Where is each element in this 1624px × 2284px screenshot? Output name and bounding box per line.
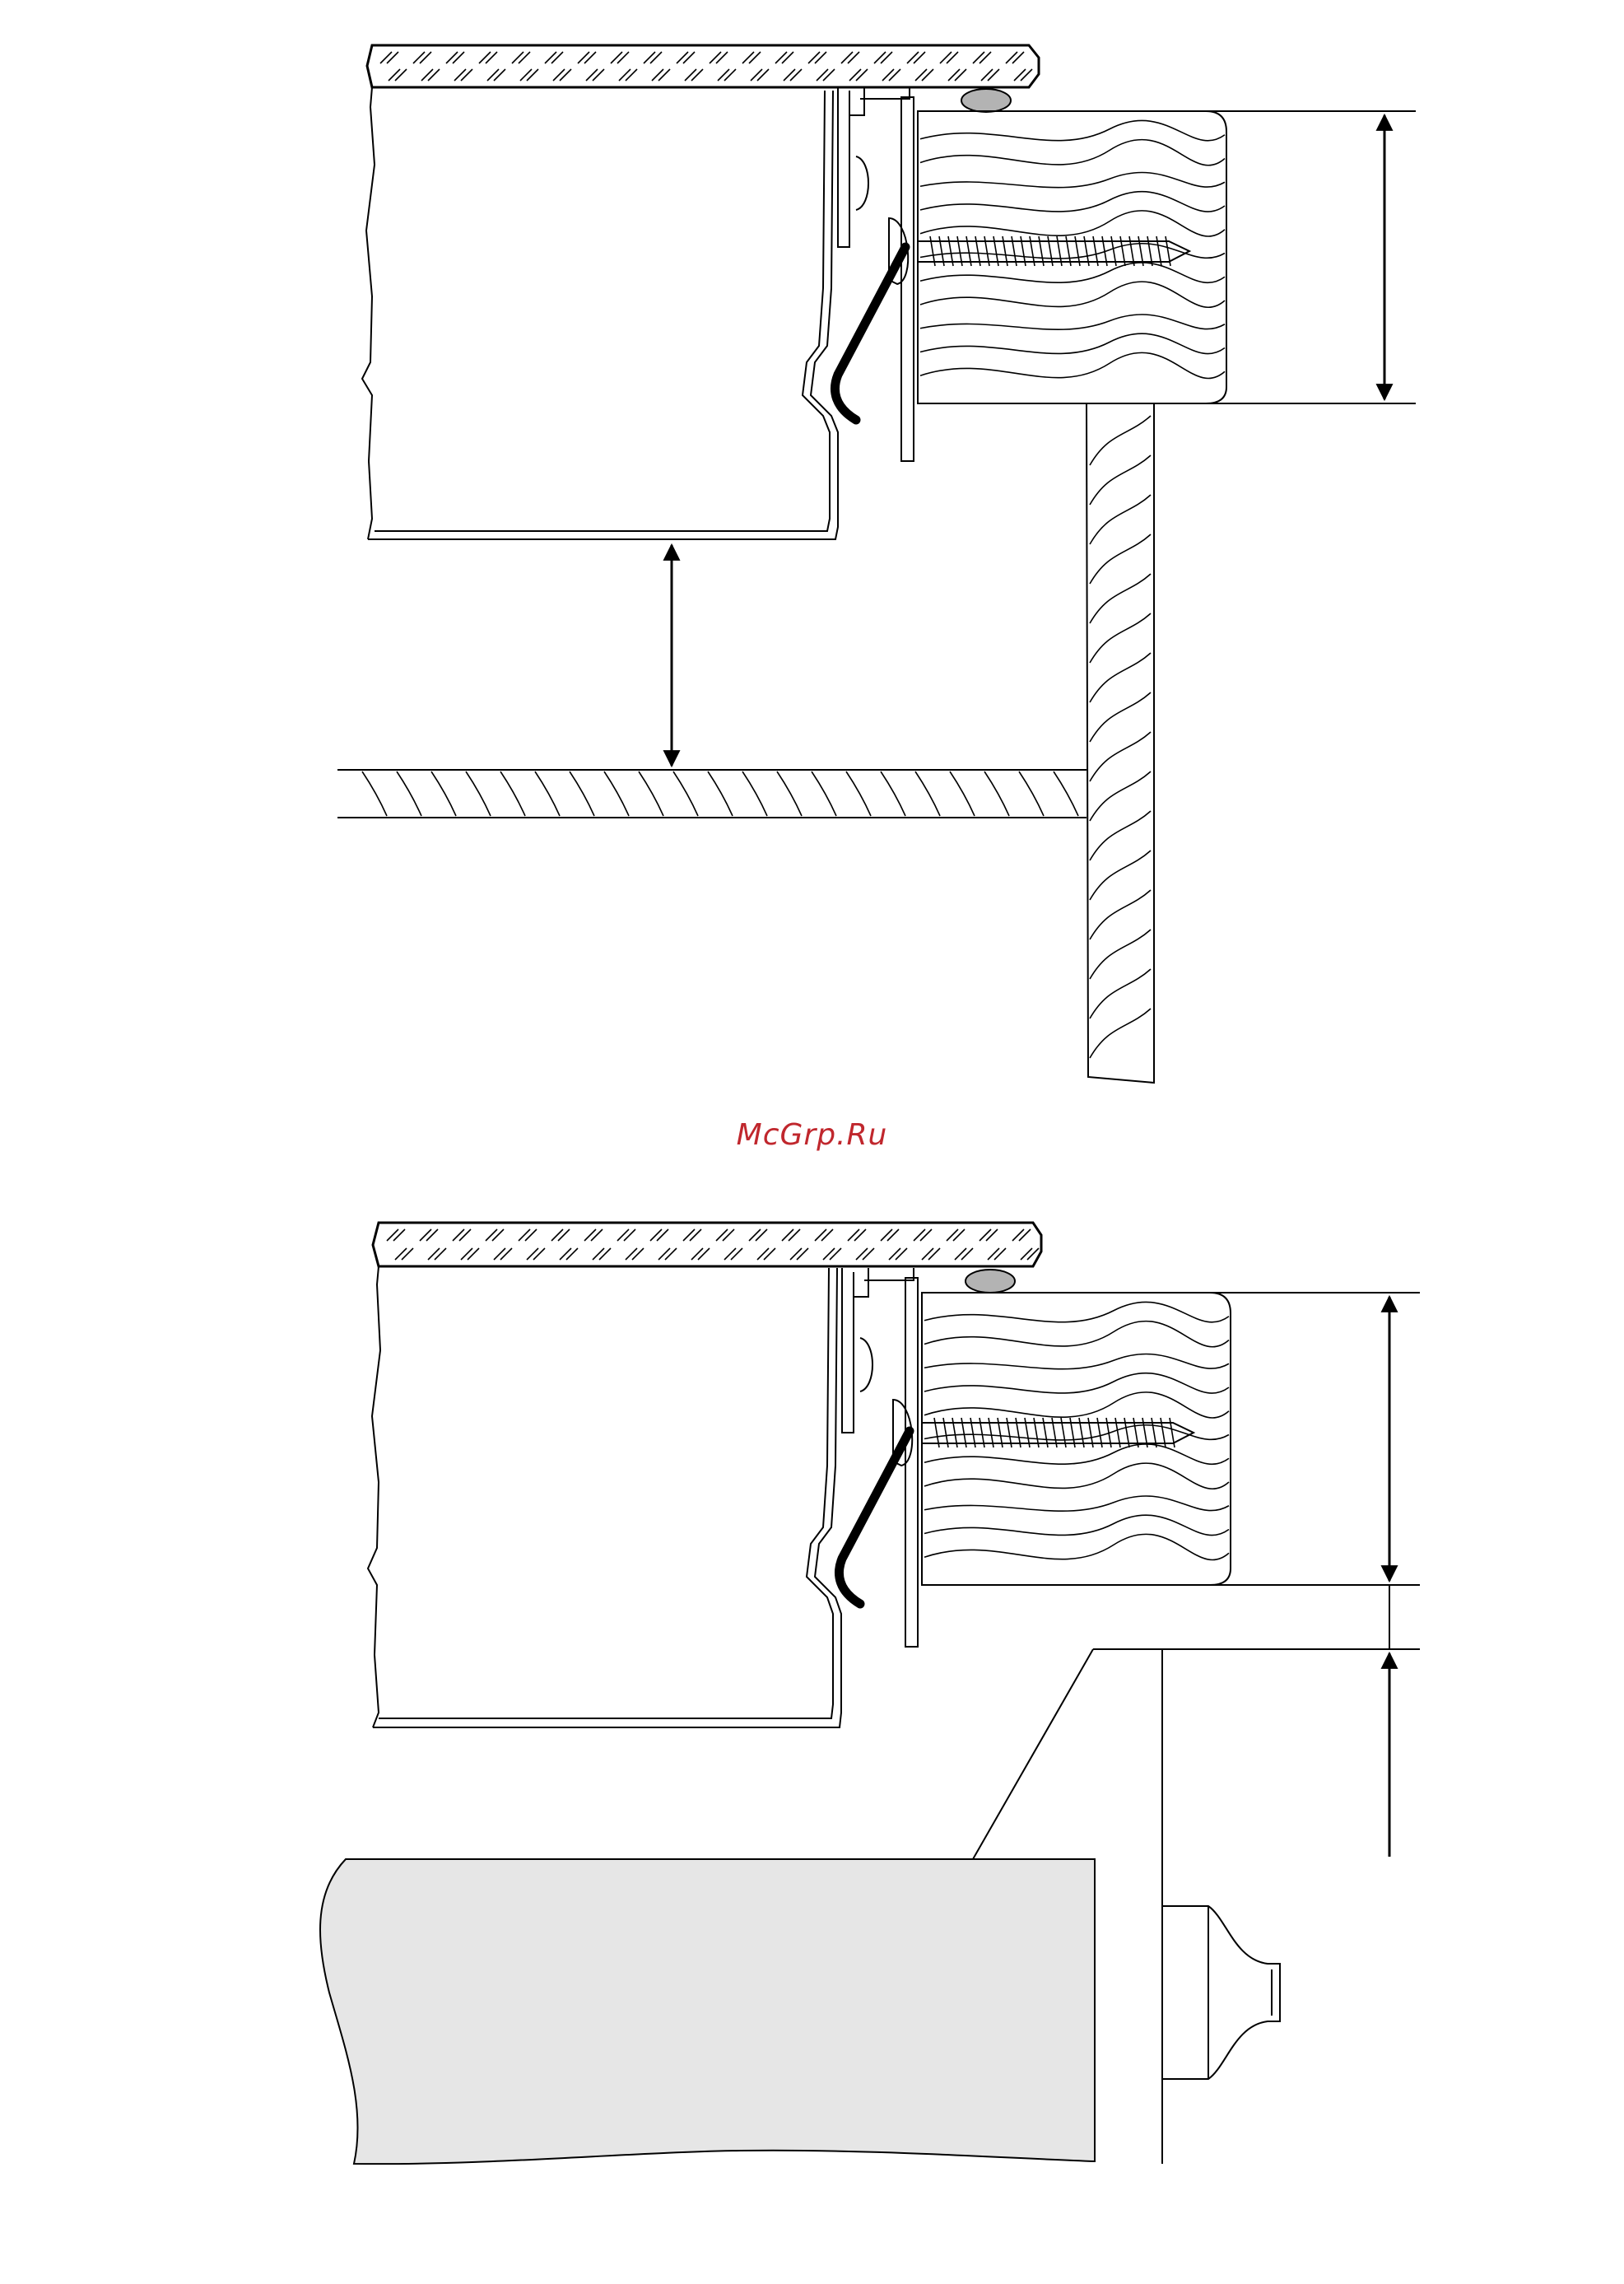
seal (961, 89, 1011, 112)
side-panel (1087, 403, 1154, 1083)
hob-housing (368, 1266, 914, 1727)
hob-housing (362, 87, 910, 539)
dimension-gap-right (1162, 1585, 1420, 1857)
screw (922, 1418, 1194, 1447)
bottom-installation-detail (320, 1223, 1420, 2164)
fixing-clip (839, 1431, 910, 1604)
fixing-clip (835, 247, 905, 420)
wood-batten (922, 1293, 1231, 1585)
worktop (367, 45, 1039, 87)
shelf (337, 770, 1087, 818)
dimension-height-right (1206, 111, 1416, 403)
worktop (373, 1223, 1041, 1266)
wood-batten (918, 111, 1226, 403)
seal (966, 1270, 1015, 1293)
drawer-front (320, 1859, 1095, 2164)
watermark-text: McGrp.Ru (0, 1118, 1624, 1152)
knob-icon (1162, 1906, 1280, 2079)
screw (918, 236, 1189, 266)
top-installation-detail (337, 45, 1416, 1083)
